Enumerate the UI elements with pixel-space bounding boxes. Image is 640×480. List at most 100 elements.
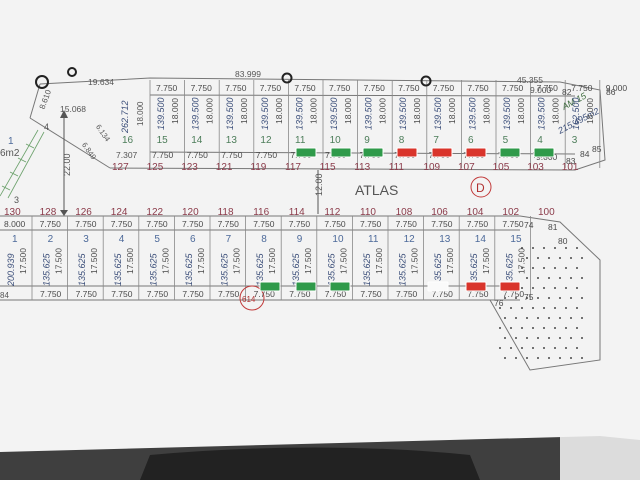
bottom-street-number: 118 [218,207,234,218]
area-dot [565,307,567,309]
area-dot [581,337,583,339]
bottom-depth: 17.500 [267,248,277,274]
top-bottom-width: 7.750 [221,150,243,160]
corner-dim-e: 7.307 [116,150,138,160]
top-depth: 18.000 [308,98,318,124]
top-lot-dividers [149,80,601,168]
bottom-width: 7.750 [396,219,418,229]
area-dot [515,317,517,319]
red-tag [431,147,453,158]
top-street-number: 127 [112,162,129,173]
top-street-number: 113 [354,162,370,173]
area-dot [543,247,545,249]
area-dot [537,357,539,359]
bottom-width: 7.750 [467,219,489,229]
top-area: 139.500 [156,97,166,130]
area-dot [581,277,583,279]
area-dot [548,297,550,299]
top-area: 139.500 [260,97,270,130]
top-lot-number: 10 [330,135,342,146]
circled-label: 614 [242,295,256,304]
top-depth: 18.000 [274,98,284,124]
bottom-depth: 17.500 [338,248,348,274]
bottom-street-number: 122 [146,207,163,218]
marker-circle [420,75,432,87]
top-depth: 18.000 [205,98,215,124]
area-dot [554,267,556,269]
area-dot [559,257,561,259]
street-width: 12.00 [314,173,324,196]
bottom-depth: 17.500 [125,248,135,274]
area-dot [521,247,523,249]
bottom-bottom-width: 7.750 [360,289,382,299]
area-dot [554,307,556,309]
area-dot [570,337,572,339]
bottom-width: 7.750 [324,219,346,229]
top-area: 139.500 [225,97,235,130]
block-letter: D [476,181,485,195]
bottom-depth: 17.500 [410,248,420,274]
bottom-area: 135.625 [433,252,443,286]
marker-circle [67,67,77,77]
top-lot-number: 7 [433,135,439,146]
bottom-depth: 17.500 [54,248,64,274]
top-bottom-width: 7.750 [256,150,278,160]
bottom-lot-number: 4 [119,234,125,245]
bottom-area: 135.625 [291,252,301,286]
top-area: 139.500 [398,97,408,130]
bottom-area: 135.625 [148,252,158,286]
left-hatch [0,129,45,199]
area-dot [532,247,534,249]
bottom-area: 135.625 [113,252,123,286]
area-dot [521,287,523,289]
bottom-street-number: 126 [75,207,92,218]
area-dot [554,247,556,249]
area-dot [532,347,534,349]
total-dim-a: 19.634 [88,77,114,87]
top-area: 139.500 [433,97,443,130]
area-dot [526,297,528,299]
bottom-width: 7.750 [75,219,97,229]
left-area: 6m2 [0,148,20,159]
top-depth: 18.000 [170,98,180,124]
bottom-street-number: 114 [289,207,305,218]
bottom-area: 135.625 [255,252,265,286]
bottom-lot-number: 9 [297,234,303,245]
area-dot [526,317,528,319]
marker-circle [281,72,293,84]
top-bottom-width: 7.750 [187,150,209,160]
bottom-width: 7.750 [146,219,168,229]
top-street-number: 111 [389,162,405,173]
area-dot [554,347,556,349]
top-depth: 18.000 [239,98,249,124]
bottom-bottom-width: 7.750 [254,289,276,299]
area-dot [576,247,578,249]
bottom-corner-point: 80 [558,236,568,246]
bottom-area: 135.625 [220,252,230,286]
red-tag [465,147,487,158]
bottom-bottom-width: 7.750 [76,289,98,299]
top-corner-point: 84 [580,149,590,159]
top-width: 7.750 [225,83,247,93]
bottom-area: 200.939 [6,253,16,287]
bottom-area: 135.625 [77,252,87,286]
left-label-4: 4 [44,122,49,132]
left-label-1: 1 [8,136,14,147]
green-tag [533,147,555,158]
bottom-lot-number: 12 [404,234,416,245]
area-dot [543,307,545,309]
top-lot-number: 5 [503,135,509,146]
green-tag [259,281,281,292]
status-tags [259,147,555,292]
top-width: 7.750 [191,83,213,93]
bottom-corner-point: 74 [524,220,534,230]
top-width: 7.750 [398,83,420,93]
area-dot [565,287,567,289]
bottom-bottom-width: 7.750 [218,289,240,299]
area-dot [581,257,583,259]
top-area: 139.500 [191,97,201,130]
area-dot [559,357,561,359]
bottom-width: 7.750 [289,219,311,229]
bottom-street-number: 106 [431,207,448,218]
bottom-bottom-width: 7.750 [147,289,169,299]
